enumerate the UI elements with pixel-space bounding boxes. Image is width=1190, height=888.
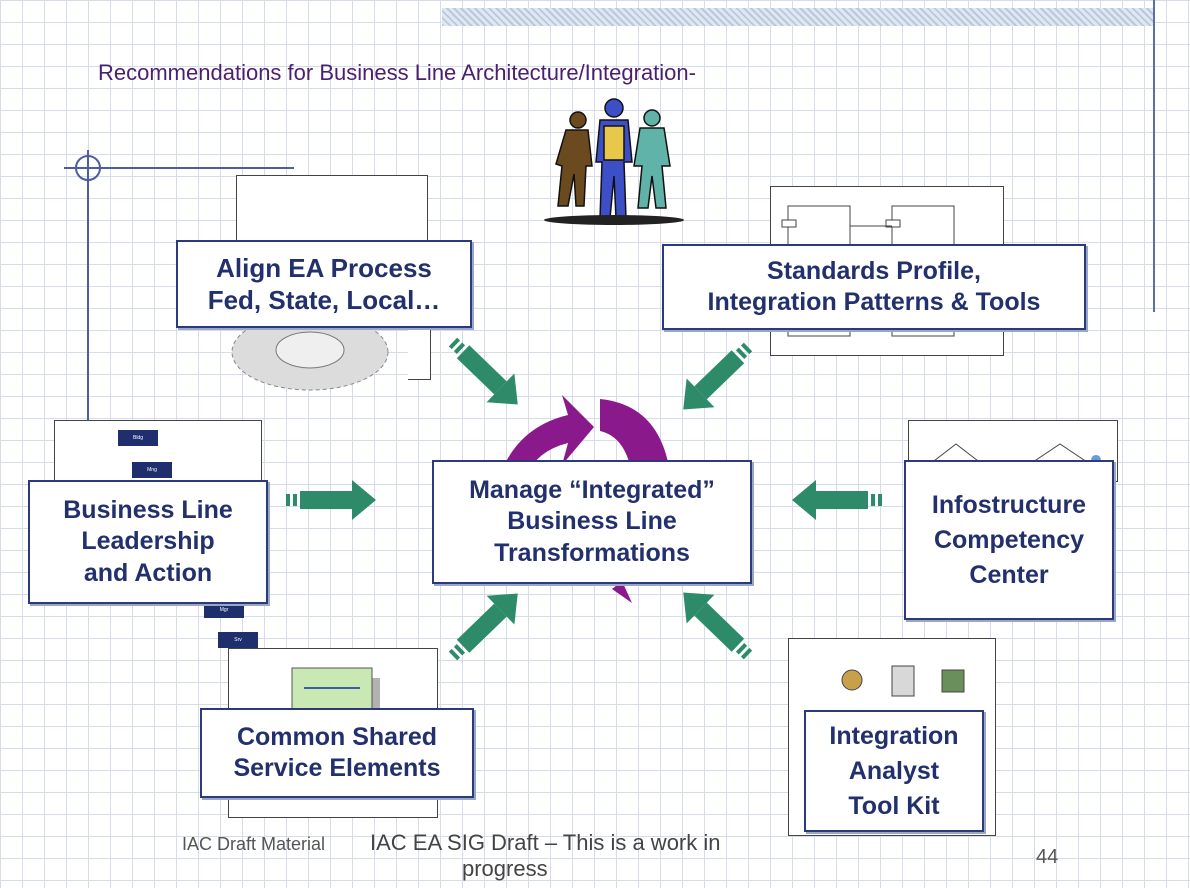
green-arrow-icon [792, 480, 882, 520]
common-line-2: Service Elements [233, 754, 441, 782]
standards-line-1: Standards Profile, [767, 256, 981, 285]
align-line-2: Fed, State, Local… [207, 285, 441, 315]
business-tag-icon: Srv [218, 632, 258, 648]
green-arrow-icon [439, 327, 532, 419]
align-frame [236, 175, 428, 249]
page-number: 44 [1036, 846, 1059, 868]
standards-profile-box: Standards Profile, Integration Patterns &… [662, 244, 1086, 330]
align-cycle-graphic [231, 313, 389, 391]
center-line-1: Manage “Integrated” [469, 476, 715, 505]
business-line-2: Leadership [81, 527, 215, 556]
green-arrow-icon [669, 332, 762, 424]
green-arrow-icon [669, 578, 762, 670]
toolkit-line-2: Analyst [848, 756, 940, 785]
infostructure-line-2: Competency [933, 525, 1085, 554]
align-line-1: Align EA Process [216, 252, 432, 283]
top-decor-band [442, 8, 1154, 26]
toolkit-line-1: Integration [829, 721, 959, 750]
center-line-3: Transformations [494, 538, 690, 567]
slide-title: Recommendations for Business Line Archit… [98, 60, 696, 85]
toolkit-servers-icon [841, 665, 965, 697]
crosshair-decor [64, 150, 294, 458]
people-clipart-icon [544, 98, 684, 225]
common-line-1: Common Shared [236, 722, 437, 751]
business-line-3: and Action [83, 558, 213, 587]
toolkit-line-3: Tool Kit [848, 791, 940, 820]
footer-draft-material: IAC Draft Material [182, 834, 326, 854]
infostructure-line-3: Center [969, 560, 1049, 589]
footer-note-line-1: IAC EA SIG Draft – This is a work in [370, 830, 721, 855]
standards-line-2: Integration Patterns & Tools [707, 288, 1041, 316]
footer-draft-note: IAC EA SIG Draft – This is a work in pro… [370, 830, 800, 883]
green-arrow-icon [439, 579, 532, 671]
business-tag-icon: Bldg [118, 430, 158, 446]
footer-note-line-2: progress [462, 856, 548, 882]
infostructure-line-1: Infostructure [931, 490, 1087, 519]
business-tag-icon: Mng [132, 462, 172, 478]
center-line-2: Business Line [507, 507, 677, 536]
green-arrow-icon [286, 480, 376, 520]
business-tag-icon: Mgr [204, 602, 244, 618]
right-vertical-line [1153, 0, 1155, 312]
business-line-1: Business Line [63, 496, 233, 525]
